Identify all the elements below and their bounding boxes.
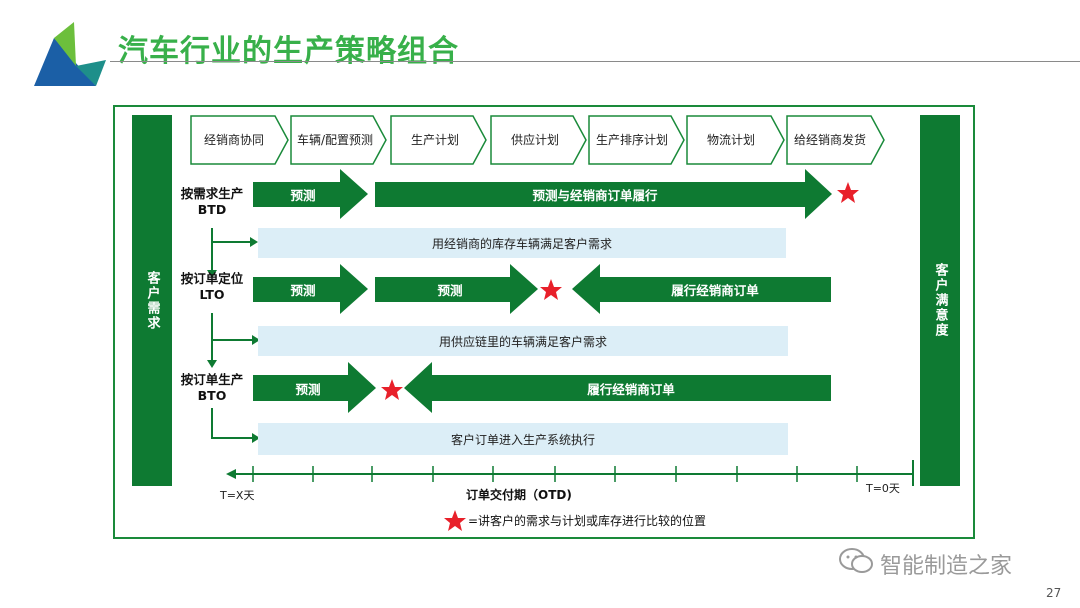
timeline-start-label: T=X天 xyxy=(220,489,255,502)
customer-demand-bar: 客户需求 xyxy=(132,115,172,486)
chevron-shape xyxy=(190,115,289,165)
chevron-shape xyxy=(290,115,387,165)
bto-order-arrow xyxy=(404,362,831,413)
customer-satisfaction-bar: 客户满意度 xyxy=(920,115,960,486)
bto-forecast-label: 预测 xyxy=(295,381,321,397)
dealer-inventory-band: 用经销商的库存车辆满足客户需求 xyxy=(258,228,786,258)
timeline-end-label: T=0天 xyxy=(866,482,900,495)
bto-forecast-arrow xyxy=(253,362,376,413)
order-execution-band: 客户订单进入生产系统执行 xyxy=(258,423,788,455)
btd-fulfill-arrow xyxy=(375,169,832,219)
chevron-shape xyxy=(786,115,885,165)
bto-order-label: 履行经销商订单 xyxy=(587,381,675,397)
supply-chain-band: 用供应链里的车辆满足客户需求 xyxy=(258,326,788,356)
bto-row-label: 按订单生产 BTO xyxy=(180,372,244,403)
step-production-plan: 生产计划 xyxy=(410,133,459,147)
logo-triangle-icon xyxy=(34,22,106,86)
page-title: 汽车行业的生产策略组合 xyxy=(118,34,459,69)
lto-order-label: 履行经销商订单 xyxy=(671,283,759,298)
lto-row-label: 按订单定位 LTO xyxy=(180,271,244,302)
step-ship-to-dealer: 给经销商发货 xyxy=(793,133,866,147)
timeline-arrowhead xyxy=(226,469,236,479)
chevron-shape xyxy=(490,115,587,165)
star-icon xyxy=(540,279,562,300)
step-sequencing-plan: 生产排序计划 xyxy=(595,133,668,147)
page-number: 27 xyxy=(1046,586,1062,600)
diagram-frame xyxy=(113,105,975,539)
chevron-shape xyxy=(588,115,685,165)
lto-forecast-arrow-2 xyxy=(375,264,538,314)
step-vehicle-forecast: 车辆/配置预测 xyxy=(296,133,374,147)
lto-forecast-arrow-1 xyxy=(253,264,368,314)
step-dealer-collaboration: 经销商协同 xyxy=(203,133,264,147)
legend-star-icon xyxy=(444,510,466,531)
chevron-shape xyxy=(390,115,487,165)
wechat-icon xyxy=(839,548,873,573)
watermark-text: 智能制造之家 xyxy=(880,554,1013,579)
lto-forecast-label-2: 预测 xyxy=(437,283,463,298)
btd-forecast-label: 预测 xyxy=(290,188,316,203)
process-chevrons xyxy=(190,115,885,165)
connector-line xyxy=(211,408,252,439)
lto-forecast-label-1: 预测 xyxy=(290,283,316,298)
step-supply-plan: 供应计划 xyxy=(510,133,559,147)
title-divider xyxy=(110,61,1080,62)
star-icon xyxy=(381,379,403,400)
star-icon xyxy=(837,182,859,203)
legend-text: =讲客户的需求与计划或库存进行比较的位置 xyxy=(468,514,707,528)
btd-forecast-arrow xyxy=(253,169,368,219)
chevron-shape xyxy=(686,115,785,165)
step-logistics-plan: 物流计划 xyxy=(706,133,755,147)
btd-fulfill-label: 预测与经销商订单履行 xyxy=(532,188,658,203)
btd-row-label: 按需求生产 BTD xyxy=(180,186,244,217)
lto-order-arrow xyxy=(572,264,831,314)
otd-axis-label: 订单交付期（OTD) xyxy=(466,488,572,502)
